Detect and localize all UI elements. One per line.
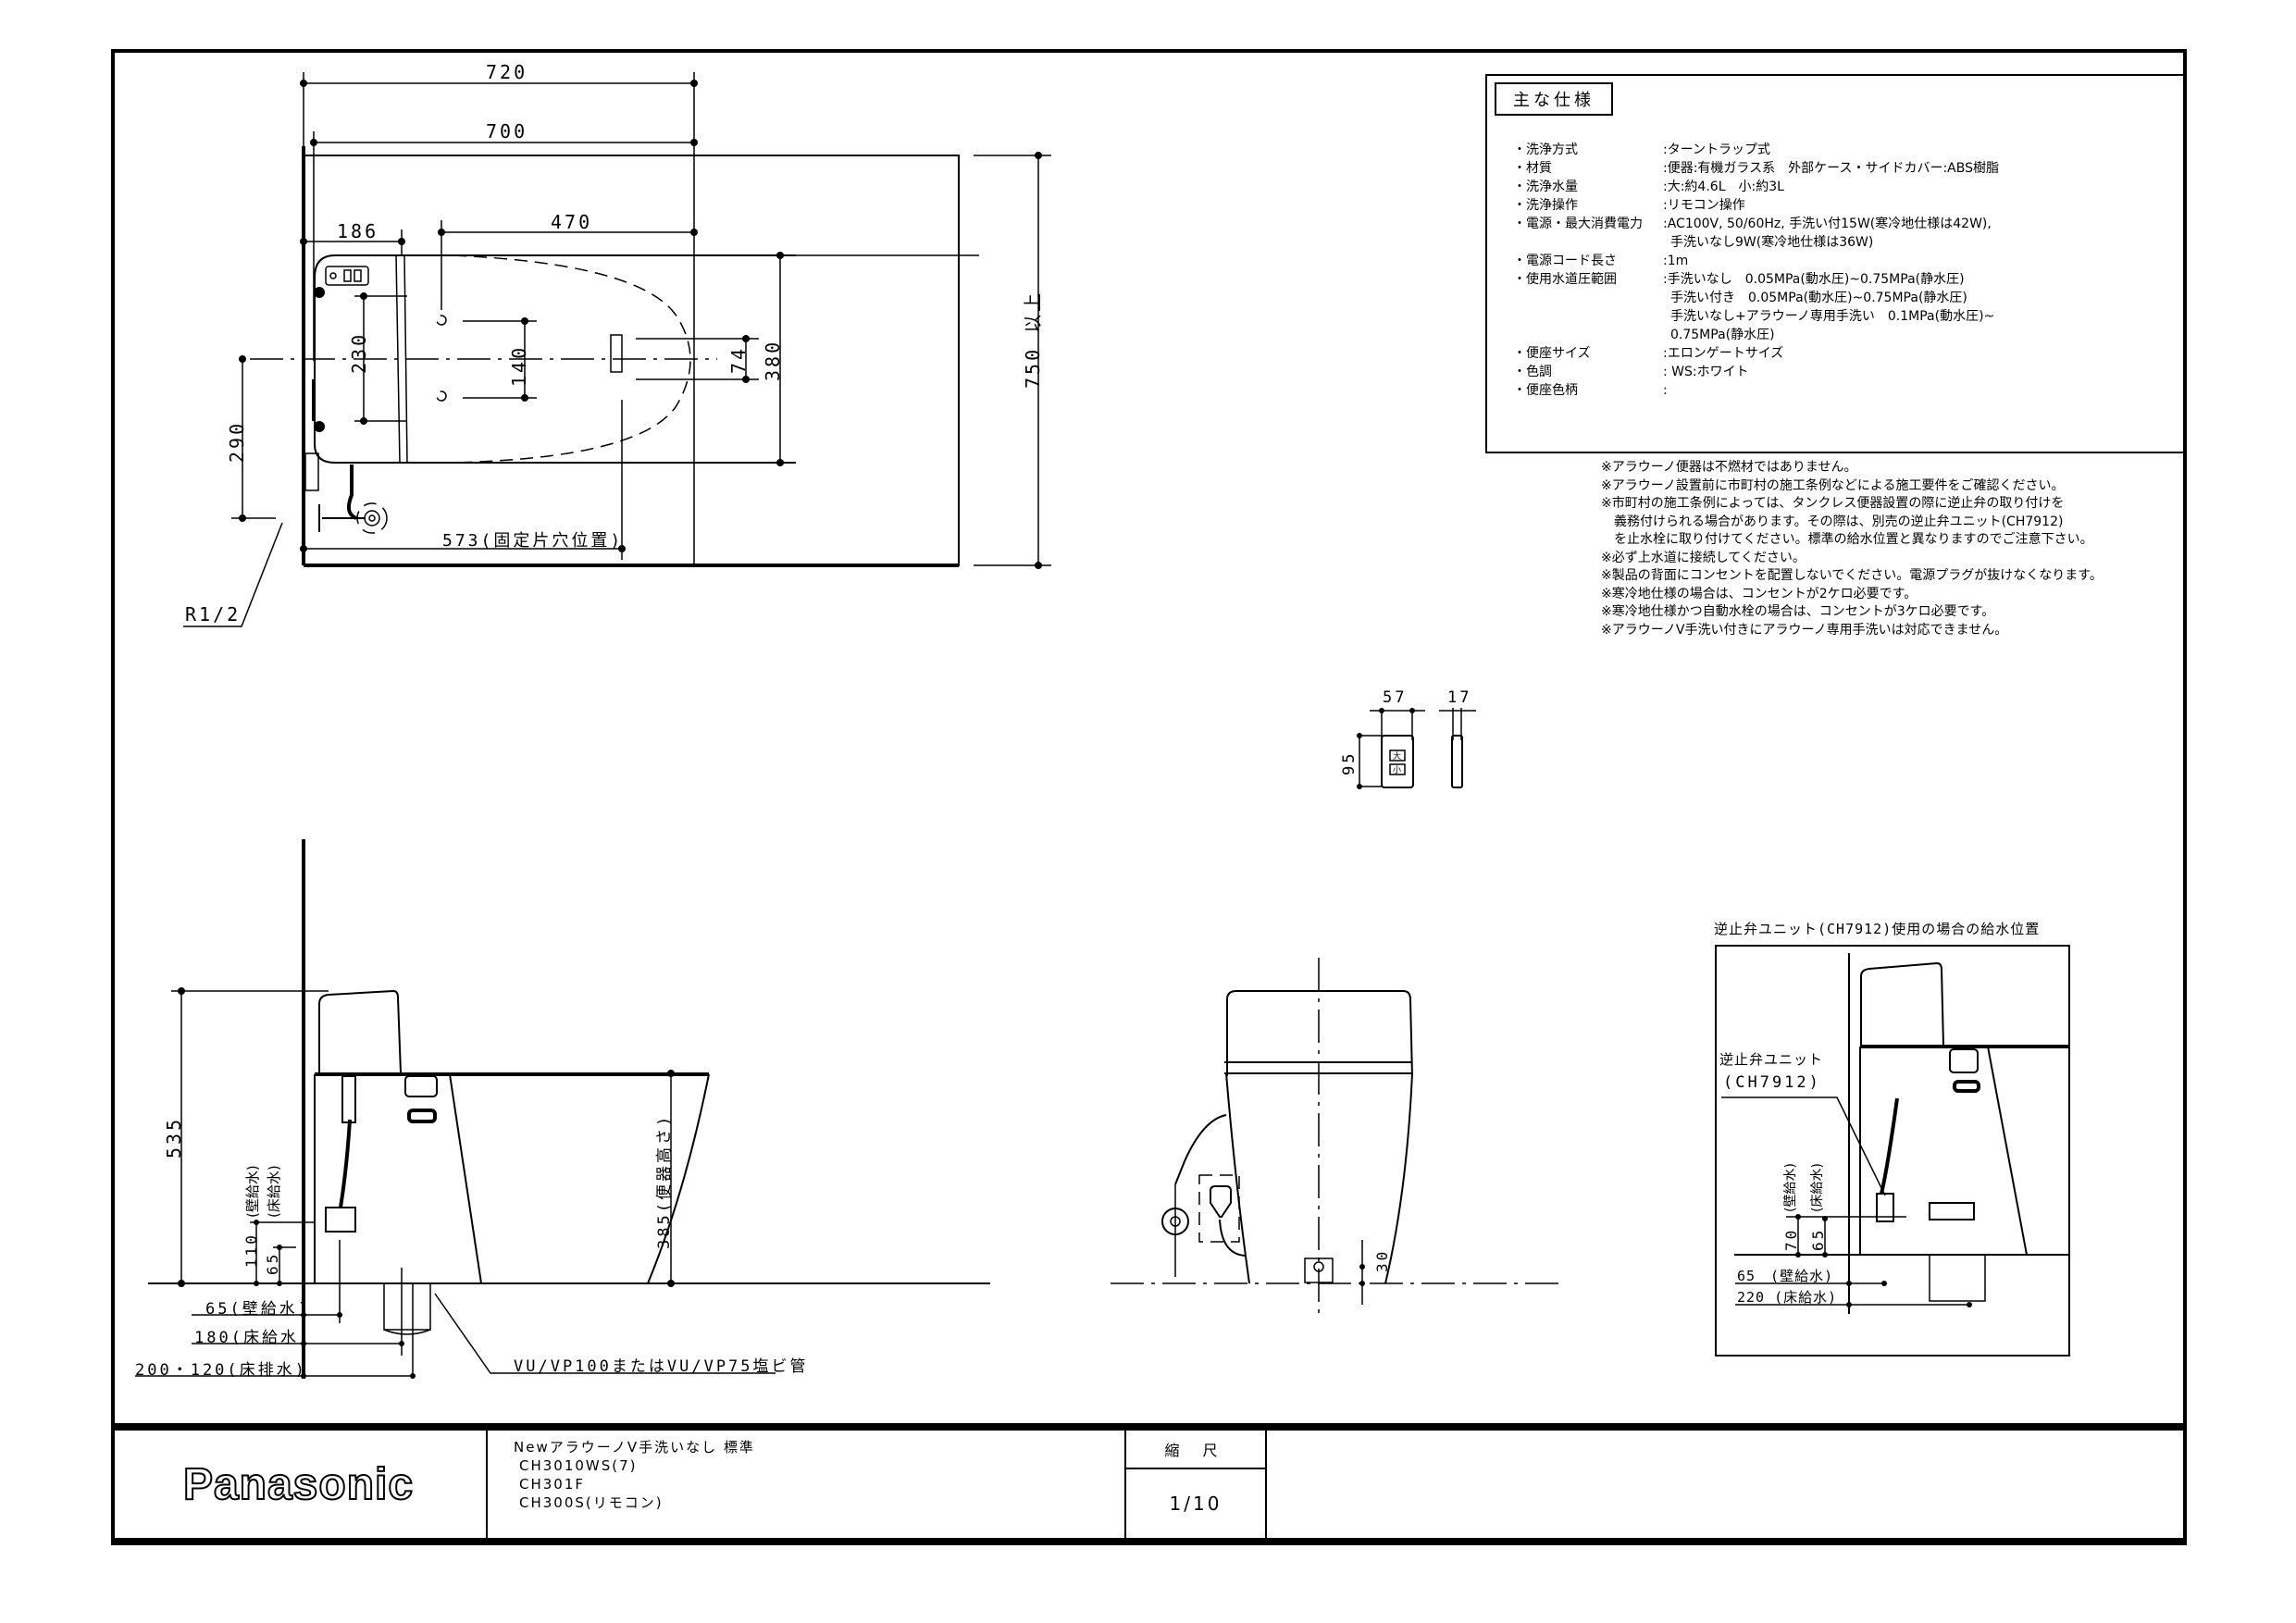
title-block: Panasonic NewアラウーノV手洗いなし 標準 CH3010WS(7) … xyxy=(111,1423,2187,1545)
cv-dim-70: 70 xyxy=(1782,1227,1800,1251)
spec-row-seat-pattern: 便座色柄 : xyxy=(1513,381,1999,400)
spec-row-flush-operation: 洗浄操作 :リモコン操作 xyxy=(1513,196,1999,215)
spec-row-power: 電源・最大消費電力 :AC100V, 50/60Hz, 手洗い付15W(寒冷地仕… xyxy=(1513,215,1999,252)
spec-row-water-pressure: 使用水道圧範囲 :手洗いなし 0.05MPa(動水圧)~0.75MPa(静水圧)… xyxy=(1513,270,1999,344)
product-name: NewアラウーノV手洗いなし 標準 xyxy=(514,1439,755,1456)
remote-depth: 17 xyxy=(1447,688,1472,707)
remote-control-view xyxy=(1357,708,1476,789)
dim-65-vertical: 65 xyxy=(264,1251,281,1275)
dim-290: 290 xyxy=(226,420,248,463)
pipe-thread-label: R1/2 xyxy=(185,603,242,626)
dim-65-wall-supply: 65(壁給水) xyxy=(205,1300,310,1319)
remote-button-small: 小 xyxy=(1393,766,1402,775)
spec-row-seat-size: 便座サイズ :エロンゲートサイズ xyxy=(1513,344,1999,363)
scale-heading: 縮 尺 xyxy=(1126,1431,1267,1469)
cv-dim-65: 65 xyxy=(1809,1227,1827,1251)
note-item: ※市町村の施工条例によっては、タンクレス便器設置の際に逆止弁の取り付けを xyxy=(1601,496,2065,511)
check-valve-view xyxy=(1715,945,2070,1357)
check-valve-unit-label: 逆止弁ユニット xyxy=(1719,1051,1824,1068)
cv-dim-65-wall-supply: 65 (壁給水) xyxy=(1737,1268,1834,1284)
dim-700: 700 xyxy=(486,120,528,142)
dim-750-min: 750 以上 xyxy=(1022,290,1044,389)
spec-list: 洗浄方式 :ターントラップ式 材質 :便器:有機ガラス系 外部ケース・サイドカバ… xyxy=(1513,141,1999,400)
dim-30: 30 xyxy=(1373,1248,1391,1272)
floor-supply-label: (床給水) xyxy=(266,1165,282,1218)
dim-186: 186 xyxy=(337,220,379,242)
model-number: CH3010WS(7) xyxy=(519,1457,638,1474)
spec-row-cleaning-method: 洗浄方式 :ターントラップ式 xyxy=(1513,141,1999,159)
dim-535: 535 xyxy=(163,1116,185,1158)
model-number: CH301F xyxy=(519,1476,586,1493)
note-item: ※アラウーノ便器は不燃材ではありません。 xyxy=(1601,460,1857,475)
dim-573-fixing-hole: 573(固定片穴位置) xyxy=(442,531,624,551)
dim-200-120-floor-drain: 200・120(床排水) xyxy=(135,1361,307,1380)
cv-dim-220-floor-supply: 220 (床給水) xyxy=(1737,1289,1838,1306)
check-valve-title: 逆止弁ユニット(CH7912)使用の場合の給水位置 xyxy=(1714,921,2041,937)
front-view xyxy=(1111,958,1564,1314)
spec-row-color: 色調 : WS:ホワイト xyxy=(1513,363,1999,381)
dim-385-bowl-height: 385(便器高さ) xyxy=(655,1113,674,1249)
dim-74: 74 xyxy=(727,345,750,374)
remote-width: 57 xyxy=(1383,688,1408,707)
dim-720: 720 xyxy=(486,61,528,83)
drain-pipe-note: VU/VP100またはVU/VP75塩ビ管 xyxy=(514,1357,809,1376)
manufacturer-logo: Panasonic xyxy=(111,1431,488,1538)
dim-470: 470 xyxy=(551,211,593,233)
dim-140: 140 xyxy=(508,344,530,387)
wall-supply-label: (壁給水) xyxy=(244,1165,261,1218)
dim-110: 110 xyxy=(242,1233,260,1268)
model-number: CH300S(リモコン) xyxy=(519,1494,664,1511)
scale-value: 1/10 xyxy=(1126,1469,1267,1538)
model-info: NewアラウーノV手洗いなし 標準 CH3010WS(7) CH301F CH3… xyxy=(488,1431,1126,1538)
spec-row-water-volume: 洗浄水量 :大:約4.6L 小:約3L xyxy=(1513,178,1999,196)
spec-heading: 主な仕様 xyxy=(1495,82,1613,116)
spec-row-cord-length: 電源コード長さ :1m xyxy=(1513,252,1999,270)
note-item: ※アラウーノV手洗い付きにアラウーノ専用手洗いは対応できません。 xyxy=(1601,622,2008,638)
dim-380: 380 xyxy=(762,339,784,381)
note-item: ※寒冷地仕様の場合は、コンセントが2ケロ必要です。 xyxy=(1601,586,1917,601)
note-item: ※製品の背面にコンセントを配置しないでください。電源プラグが抜けなくなります。 xyxy=(1601,568,2103,583)
dim-230: 230 xyxy=(348,331,370,374)
note-item: ※アラウーノ設置前に市町村の施工条例などによる施工要件をご確認ください。 xyxy=(1601,477,2065,493)
installation-notes: ※アラウーノ便器は不燃材ではありません。 ※アラウーノ設置前に市町村の施工条例な… xyxy=(1601,459,2103,639)
remote-button-large: 大 xyxy=(1393,752,1402,762)
cv-wall-supply-label: (壁給水) xyxy=(1783,1163,1798,1212)
side-view xyxy=(135,839,990,1379)
note-item-continued: を止水栓に取り付けてください。標準の給水位置と異なりますのでご注意下さい。 xyxy=(1614,532,2093,547)
cv-floor-supply-label: (床給水) xyxy=(1810,1163,1825,1212)
note-item-continued: 義務付けられる場合があります。その際は、別売の逆止弁ユニット(CH7912) xyxy=(1614,514,2064,529)
note-item: ※寒冷地仕様かつ自動水栓の場合は、コンセントが3ケロ必要です。 xyxy=(1601,604,1995,619)
dim-180-floor-supply: 180(床給水) xyxy=(194,1329,312,1347)
remote-height: 95 xyxy=(1340,750,1359,775)
plan-view xyxy=(183,72,1051,627)
note-item: ※必ず上水道に接続してください。 xyxy=(1601,550,1806,565)
main-specifications-panel: 主な仕様 洗浄方式 :ターントラップ式 材質 :便器:有機ガラス系 外部ケース・… xyxy=(1485,74,2187,453)
spec-row-material: 材質 :便器:有機ガラス系 外部ケース・サイドカバー:ABS樹脂 xyxy=(1513,159,1999,178)
check-valve-unit-model: (CH7912) xyxy=(1723,1073,1821,1092)
